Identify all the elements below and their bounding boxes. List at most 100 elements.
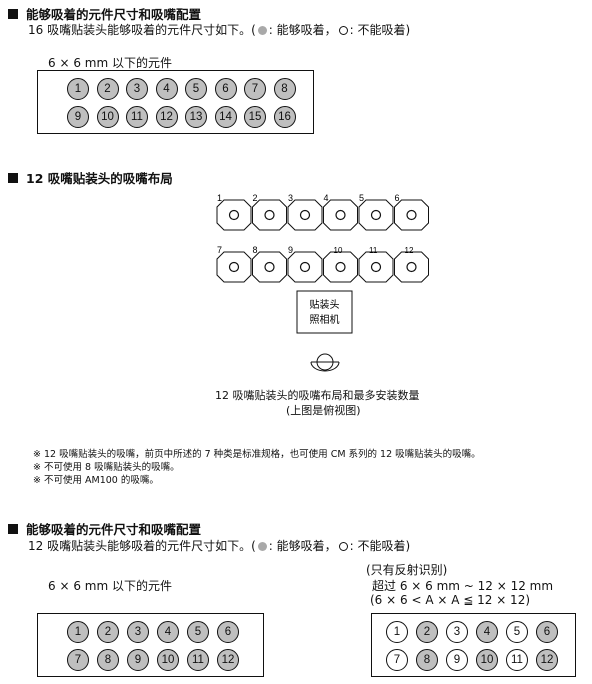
nozzle-position-1: 1 [67,78,89,100]
nozzle-number-9: 9 [288,245,293,255]
nozzle-position-8: 8 [416,649,438,671]
nozzle-position-5: 5 [185,78,207,100]
nozzle-position-5: 5 [506,621,528,643]
nozzle-number-10: 10 [334,246,343,255]
nozzle-position-12: 12 [155,106,178,128]
nozzle-position-7: 7 [386,649,408,671]
nozzle-position-9: 9 [446,649,468,671]
nozzle-center-2 [264,209,275,221]
nozzle-number-4: 4 [324,193,329,203]
nozzle-center-10 [335,261,346,273]
nozzle-position-12: 12 [536,649,558,671]
nozzle-center-5 [370,209,382,221]
nozzle-position-10: 10 [157,649,179,671]
bullet-square-icon [8,172,18,183]
bullet-square-icon [8,523,18,534]
nozzle-position-10: 10 [476,649,498,671]
nozzle-center-12 [406,261,417,273]
nozzle-position-16: 16 [273,106,296,128]
nozzle-position-2: 2 [416,621,438,643]
nozzle-number-11: 11 [369,246,378,255]
nozzle-position-1: 1 [386,621,408,643]
nozzle-position-4: 4 [157,621,179,643]
nozzle-position-7: 7 [67,649,89,671]
section1-description: 16 吸嘴贴装头能够吸着的元件尺寸如下。( : 能够吸着， : 不能吸着) [28,21,410,38]
reflect-only-label: (只有反射识别) [366,563,448,577]
nozzle-row-top: 1 2 3 4 5 6 [216,193,429,231]
nozzle-position-4: 4 [476,621,498,643]
nozzle-position-11: 11 [506,649,528,671]
layout-caption-sub: (上图是俯视图) [286,404,361,417]
head-box-line2: 照相机 [310,313,340,326]
nozzle-center-9 [299,261,311,273]
nozzle-position-8: 8 [97,649,119,671]
nozzle-position-4: 4 [155,78,178,100]
nozzle-position-9: 9 [127,649,149,671]
section2-heading: 12 吸嘴贴装头的吸嘴布局 [8,168,173,187]
nozzle-position-10: 10 [96,106,119,128]
section3-heading: 能够吸着的元件尺寸和吸嘴配置 [8,519,201,538]
nozzle-position-7: 7 [244,78,266,100]
section3-description: 12 吸嘴贴装头能够吸着的元件尺寸如下。( : 能够吸着， : 不能吸着) [28,537,410,554]
legend-can-text: : 能够吸着， [268,539,337,553]
nozzle-number-7: 7 [217,245,222,255]
note-1: ※ 12 吸嘴贴装头的吸嘴，前页中所述的 7 种类是标准规格，也可使用 CM 系… [33,449,481,460]
nozzle-position-14: 14 [214,106,237,128]
white-circle-icon [338,542,348,551]
legend-cannot-text: : 不能吸着) [349,23,411,37]
nozzle-position-6: 6 [536,621,558,643]
nozzle-center-6 [406,209,417,221]
section3-size-label: 6 × 6 mm 以下的元件 [48,579,172,593]
nozzle-position-15: 15 [244,106,266,128]
nozzle-center-4 [335,209,346,221]
nozzle-center-11 [370,261,382,273]
head-box-line1: 贴装头 [310,298,340,311]
nozzle-position-6: 6 [214,78,237,100]
nozzle-position-11: 11 [126,106,148,128]
nozzle-center-7 [228,261,240,273]
nozzle-center-1 [228,209,240,221]
legend-cannot-text: : 不能吸着) [349,539,411,553]
section1-desc-text: 16 吸嘴贴装头能够吸着的元件尺寸如下。( [28,23,256,37]
nozzle-position-13: 13 [185,106,207,128]
nozzle-position-3: 3 [127,621,149,643]
head-camera-box [296,290,353,334]
white-circle-icon [338,26,348,35]
section3-desc-text: 12 吸嘴贴装头能够吸着的元件尺寸如下。( [28,539,256,553]
nozzle-center-8 [264,261,275,273]
note-2: ※ 不可使用 8 吸嘴贴装头的吸嘴。 [33,462,180,473]
nozzle-position-1: 1 [67,621,89,643]
reflect-size-range: 超过 6 × 6 mm ~ 12 × 12 mm [372,579,554,593]
nozzle-number-2: 2 [253,193,258,203]
section3-title: 能够吸着的元件尺寸和吸嘴配置 [26,522,202,537]
nozzle-position-3: 3 [126,78,148,100]
note-3: ※ 不可使用 AM100 的吸嘴。 [33,475,159,486]
nozzle-position-11: 11 [187,649,209,671]
nozzle-position-6: 6 [217,621,239,643]
layout-caption: 12 吸嘴贴装头的吸嘴布局和最多安装数量 [215,389,420,402]
camera-symbol-icon [310,353,340,372]
nozzle-number-1: 1 [217,193,222,203]
nozzle-number-8: 8 [253,245,258,255]
bullet-square-icon [8,8,18,19]
section1-title: 能够吸着的元件尺寸和吸嘴配置 [26,7,202,22]
nozzle-number-5: 5 [359,193,364,203]
nozzle-position-9: 9 [67,106,89,128]
nozzle-number-6: 6 [395,193,400,203]
nozzle-number-12: 12 [405,246,414,255]
nozzle-position-8: 8 [273,78,296,100]
reflect-size-formula: (6 × 6 < A × A ≦ 12 × 12) [370,593,531,607]
nozzle-position-12: 12 [217,649,239,671]
section1-heading: 能够吸着的元件尺寸和吸嘴配置 [8,4,201,23]
nozzle-center-3 [299,209,311,221]
nozzle-position-2: 2 [96,78,119,100]
legend-can-text: : 能够吸着， [268,23,337,37]
grey-dot-icon [257,26,267,35]
section2-title: 12 吸嘴贴装头的吸嘴布局 [26,171,173,186]
nozzle-number-3: 3 [288,193,293,203]
nozzle-row-bottom: 7 8 9 10 11 12 [216,245,429,283]
